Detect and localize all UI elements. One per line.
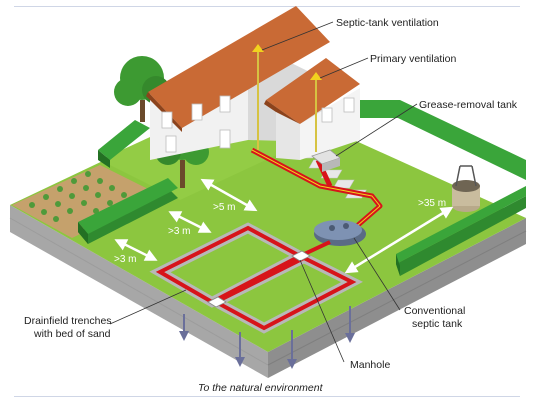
label-conventional-2: septic tank bbox=[412, 318, 463, 330]
house bbox=[146, 6, 360, 160]
bottom-rule bbox=[14, 396, 520, 397]
distance-arrow-hedge-field bbox=[114, 239, 158, 261]
label-septic-ventilation: Septic-tank ventilation bbox=[336, 17, 439, 29]
infiltration-arrows bbox=[179, 306, 355, 369]
top-rule bbox=[14, 6, 520, 7]
distance-arrow-well bbox=[344, 206, 454, 274]
label-natural-environment: To the natural environment bbox=[198, 382, 324, 394]
distance-label-4: >35 m bbox=[418, 198, 446, 209]
well bbox=[452, 165, 480, 212]
label-drainfield-1: Drainfield trenches bbox=[24, 315, 112, 327]
label-grease-tank: Grease-removal tank bbox=[419, 99, 518, 111]
distance-arrow-tree-field bbox=[168, 211, 212, 233]
label-manhole: Manhole bbox=[350, 359, 390, 371]
label-primary-ventilation: Primary ventilation bbox=[370, 53, 457, 65]
leader-lines bbox=[109, 21, 418, 363]
distance-label-3: >3 m bbox=[114, 254, 137, 265]
manholes bbox=[207, 250, 311, 308]
main-roof bbox=[148, 6, 330, 128]
annex-roof bbox=[266, 58, 360, 124]
distance-arrows bbox=[114, 178, 454, 274]
grease-removal-tank bbox=[311, 149, 341, 172]
distance-label-2: >3 m bbox=[168, 226, 191, 237]
distance-label-1: >5 m bbox=[213, 202, 236, 213]
distance-arrow-house-tank bbox=[200, 178, 258, 212]
label-conventional-1: Conventional bbox=[404, 305, 465, 317]
garden-plants bbox=[29, 171, 127, 222]
ventilation-pipes bbox=[252, 44, 322, 152]
label-drainfield-2: with bed of sand bbox=[33, 328, 111, 340]
